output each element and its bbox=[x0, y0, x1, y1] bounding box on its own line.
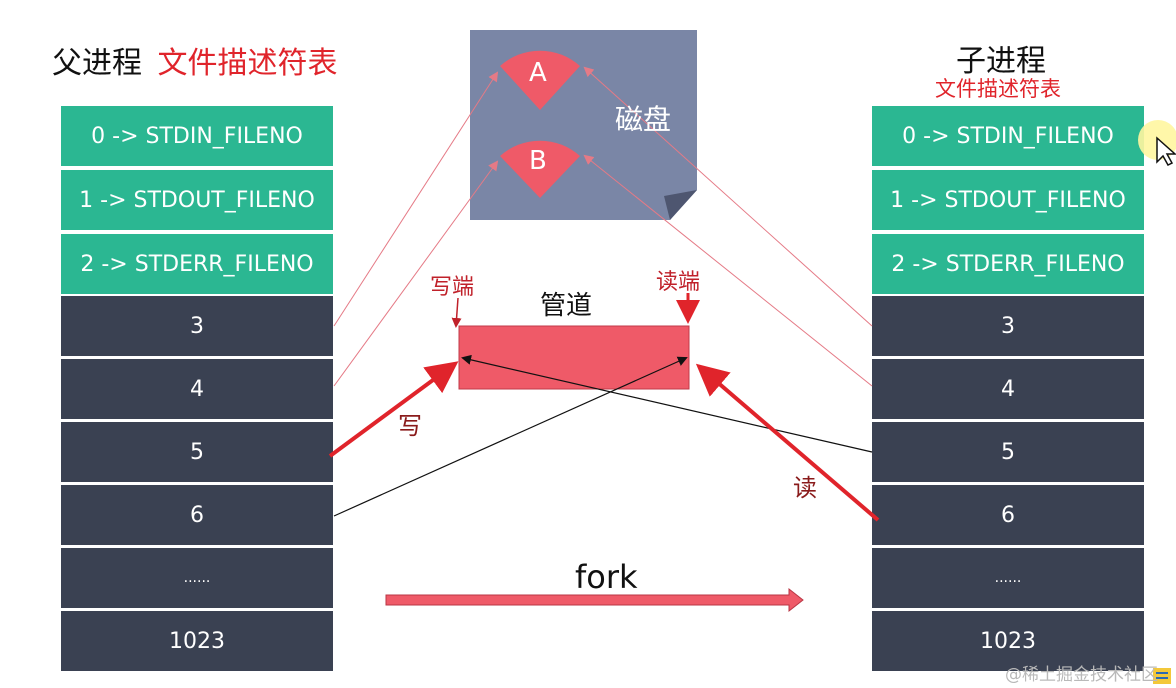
disk-label: 磁盘 bbox=[615, 103, 672, 136]
pipe-rect bbox=[458, 325, 690, 390]
disk-folded-corner bbox=[664, 190, 697, 220]
child-fd-row-5: 5 bbox=[872, 422, 1144, 482]
pipe-label: 管道 bbox=[540, 291, 593, 321]
child-title: 子进程 bbox=[956, 44, 1046, 79]
write-arrow bbox=[328, 361, 459, 458]
parent-fd-row-6: 6 bbox=[61, 485, 333, 545]
parent-fd-row-3: 3 bbox=[61, 296, 333, 356]
read-end-label: 读端 bbox=[656, 270, 701, 295]
child-fd-row-2: 2 -> STDERR_FILENO bbox=[872, 234, 1144, 294]
child-subtitle: 文件描述符表 bbox=[935, 77, 1061, 101]
child-fd-row-6: 6 bbox=[872, 485, 1144, 545]
mouse-cursor-icon bbox=[1138, 120, 1176, 166]
write-action-label: 写 bbox=[398, 412, 422, 440]
child-fd-row-ellipsis: ...... bbox=[872, 548, 1144, 608]
watermark-text: @稀土掘金技术社区 bbox=[1005, 665, 1158, 685]
parent-fd6-to-read-end-line bbox=[333, 356, 688, 517]
parent-fd4-to-b-line bbox=[333, 160, 499, 387]
fork-label: fork bbox=[575, 558, 638, 596]
parent-fd-row-ellipsis: ...... bbox=[61, 548, 333, 608]
parent-fd-row-4: 4 bbox=[61, 359, 333, 419]
file-a-label: A bbox=[529, 58, 547, 88]
parent-fd-row-1: 1 -> STDOUT_FILENO bbox=[61, 170, 333, 230]
parent-fd-row-2: 2 -> STDERR_FILENO bbox=[61, 234, 333, 294]
child-fd-row-1: 1 -> STDOUT_FILENO bbox=[872, 170, 1144, 230]
child-fd3-to-a-line bbox=[583, 66, 873, 327]
watermark-logo-icon bbox=[1153, 668, 1171, 684]
write-end-label: 写端 bbox=[430, 275, 475, 300]
write-end-pointer bbox=[451, 297, 462, 328]
child-fd-row-3: 3 bbox=[872, 296, 1144, 356]
child-fd-row-0: 0 -> STDIN_FILENO bbox=[872, 106, 1144, 166]
parent-title-text: 父进程 bbox=[52, 46, 142, 81]
parent-fd-row-0: 0 -> STDIN_FILENO bbox=[61, 106, 333, 166]
read-action-label: 读 bbox=[793, 474, 817, 502]
file-b-label: B bbox=[529, 146, 547, 176]
child-fd-row-4: 4 bbox=[872, 359, 1144, 419]
read-arrow bbox=[695, 363, 880, 522]
parent-fd-row-1023: 1023 bbox=[61, 611, 333, 671]
parent-fd3-to-a-line bbox=[333, 71, 499, 327]
fork-arrow bbox=[385, 587, 804, 613]
file-b-sector bbox=[500, 140, 580, 198]
child-fd-row-1023: 1023 bbox=[872, 611, 1144, 671]
parent-fd-row-5: 5 bbox=[61, 422, 333, 482]
parent-title: 父进程 文件描述符表 bbox=[52, 38, 338, 82]
parent-subtitle: 文件描述符表 bbox=[157, 46, 338, 81]
child-fd5-to-write-end-line bbox=[461, 354, 873, 453]
child-fd4-to-b-line bbox=[583, 154, 873, 387]
file-a-sector bbox=[500, 50, 580, 110]
